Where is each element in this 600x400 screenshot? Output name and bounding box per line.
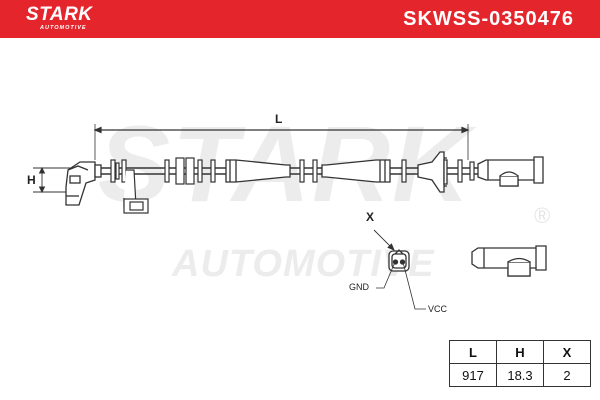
sensor-head [65,161,102,206]
watermark-logo: STARK [98,103,472,224]
x-view-arrow [373,229,395,251]
view-x-label: X [366,210,375,224]
cone-grommet [417,151,448,193]
spec-value-h: 18.3 [496,363,544,387]
connector [477,156,544,187]
watermark-registered-mark: ® [534,203,551,228]
cable-sleeve [321,159,391,183]
gnd-label: GND [349,282,369,292]
spec-header-h: H [496,340,544,364]
height-label: H [27,173,36,187]
brand-subtitle: AUTOMOTIVE [40,25,87,31]
spec-value-x: 2 [543,363,591,387]
cable-grommets [110,157,475,185]
spec-header-l: L [449,340,497,364]
sensor-drawing [33,124,547,310]
mounting-bracket [123,169,149,214]
length-label: L [275,112,283,126]
spec-header-x: X [543,340,591,364]
cable-sleeve [225,159,291,183]
vcc-label: VCC [428,304,448,314]
spec-header-row: L H X [449,340,591,364]
brand-logo: STARK [26,4,93,25]
connector-pin-view [388,249,410,272]
spec-value-row: 917 18.3 2 [449,363,591,387]
connector-detail-view [471,245,547,277]
part-number: SKWSS-0350476 [403,8,574,30]
spec-table: L H X 917 18.3 2 [449,340,591,387]
spec-value-l: 917 [449,363,497,387]
header-bar: STARK AUTOMOTIVE SKWSS-0350476 [0,0,600,38]
length-dimension-line [93,124,470,160]
pin-leader-lines [376,261,426,310]
